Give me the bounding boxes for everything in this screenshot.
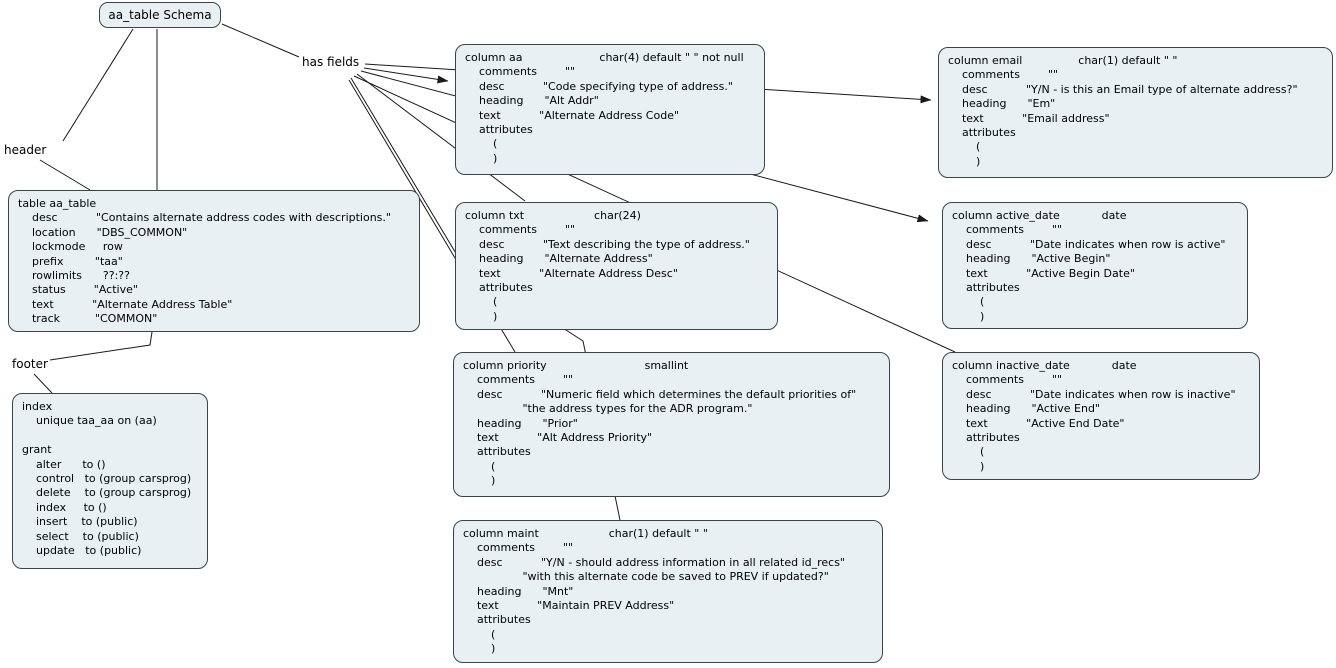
node-text-line: text "Active Begin Date" bbox=[952, 266, 1135, 280]
node-column-maint: column maint char(1) default " " comment… bbox=[453, 520, 883, 663]
node-text-line: ) bbox=[463, 642, 496, 656]
node-text-line: attributes bbox=[465, 123, 533, 137]
node-text-line: heading "Alternate Address" bbox=[465, 252, 653, 266]
node-text-line: text "Alt Address Priority" bbox=[463, 431, 653, 445]
node-text-line: prefix "taa" bbox=[18, 254, 123, 268]
edge-label-has-fields: has fields bbox=[302, 55, 360, 69]
node-text-line: attributes bbox=[952, 281, 1020, 295]
node-text-line: desc "Text describing the type of addres… bbox=[465, 237, 750, 251]
node-text-line: attributes bbox=[952, 431, 1020, 445]
node-text-line: ) bbox=[465, 151, 498, 165]
edge-label-header: header bbox=[4, 143, 47, 157]
node-text-line: column email char(1) default " " bbox=[948, 54, 1178, 67]
node-text-line: heading "Active End" bbox=[952, 402, 1100, 416]
node-text-line: desc "Date indicates when row is active" bbox=[952, 237, 1226, 251]
node-text-line bbox=[22, 429, 199, 443]
node-text-line: comments "" bbox=[463, 541, 574, 555]
node-text-line: index bbox=[22, 400, 53, 413]
node-text-line: text "Alternate Address Desc" bbox=[465, 266, 678, 280]
node-text-line: ( bbox=[463, 459, 496, 473]
node-text-line: alter to () bbox=[22, 457, 106, 471]
node-text-line: column priority smallint bbox=[463, 359, 689, 372]
node-schema-title: aa_table Schema bbox=[99, 2, 221, 28]
node-text-line: comments "" bbox=[465, 223, 576, 237]
node-text-line: heading "Em" bbox=[948, 97, 1056, 111]
node-text-line: "the address types for the ADR program." bbox=[463, 402, 753, 416]
node-column-active-date: column active_date date comments "" desc… bbox=[942, 202, 1248, 329]
node-text-line: ) bbox=[948, 154, 981, 168]
node-text-line: text "Alternate Address Code" bbox=[465, 108, 680, 122]
node-text-line: text "Maintain PREV Address" bbox=[463, 599, 675, 613]
node-text-line: desc "Y/N - is this an Email type of alt… bbox=[948, 82, 1298, 96]
node-text-line: desc "Numeric field which determines the… bbox=[463, 387, 857, 401]
node-text-line: update to (public) bbox=[22, 544, 142, 558]
edge-has-fields-to-column-txt bbox=[356, 73, 526, 202]
node-text-line: comments "" bbox=[465, 65, 576, 79]
node-text-line: ( bbox=[463, 627, 496, 641]
node-text-line: text "Email address" bbox=[948, 111, 1110, 125]
node-text-line: ( bbox=[952, 295, 985, 309]
node-index-grant: index unique taa_aa on (aa) grant alter … bbox=[12, 393, 208, 569]
node-text-line: attributes bbox=[463, 613, 531, 627]
edge-footer-to-index bbox=[33, 373, 53, 394]
node-text-line: desc "Contains alternate address codes w… bbox=[18, 211, 391, 225]
node-text-line: ) bbox=[952, 309, 985, 323]
node-text-line: location "DBS_COMMON" bbox=[18, 225, 188, 239]
node-text-line: table aa_table bbox=[18, 197, 97, 210]
node-text-line: heading "Mnt" bbox=[463, 584, 574, 598]
node-text-line: track "COMMON" bbox=[18, 312, 158, 326]
node-text-line: comments "" bbox=[952, 223, 1063, 237]
edge-label-footer: footer bbox=[12, 357, 48, 371]
node-column-aa: column aa char(4) default " " not null c… bbox=[455, 44, 765, 175]
node-text-line: delete to (group carsprog) bbox=[22, 486, 192, 500]
node-text-line: text "Active End Date" bbox=[952, 416, 1125, 430]
node-text-line: heading "Prior" bbox=[463, 416, 578, 430]
node-table-aa-table: table aa_table desc "Contains alternate … bbox=[8, 190, 420, 332]
node-text-line: ) bbox=[463, 474, 496, 488]
node-text-line: desc "Y/N - should address information i… bbox=[463, 555, 845, 569]
node-text-line: grant bbox=[22, 443, 52, 457]
node-text-line: ) bbox=[465, 309, 498, 323]
edge-table-to-footer bbox=[49, 331, 153, 361]
node-text-line: "with this alternate code be saved to PR… bbox=[463, 570, 829, 584]
node-text-line: rowlimits ??:?? bbox=[18, 269, 130, 283]
node-column-priority: column priority smallint comments "" des… bbox=[453, 352, 890, 497]
node-text-line: attributes bbox=[463, 445, 531, 459]
node-text-line: unique taa_aa on (aa) bbox=[22, 414, 157, 428]
node-text-line: select to (public) bbox=[22, 529, 139, 543]
node-text-line: insert to (public) bbox=[22, 515, 138, 529]
node-text-line: index to () bbox=[22, 500, 107, 514]
edge-schema-to-has-fields bbox=[221, 23, 300, 58]
node-text-line: column inactive_date date bbox=[952, 359, 1137, 372]
edge-has-fields-to-column-aa bbox=[363, 67, 449, 84]
node-text-line: comments "" bbox=[463, 373, 574, 387]
node-text-line: column aa char(4) default " " not null bbox=[465, 51, 744, 64]
node-text-line: column active_date date bbox=[952, 209, 1127, 222]
node-text-line: comments "" bbox=[948, 68, 1059, 82]
node-text-line: attributes bbox=[948, 126, 1016, 140]
node-text-line: text "Alternate Address Table" bbox=[18, 297, 233, 311]
node-text-line: desc "Date indicates when row is inactiv… bbox=[952, 387, 1236, 401]
node-text-line: lockmode row bbox=[18, 240, 123, 254]
node-text-line: ( bbox=[465, 137, 498, 151]
edge-header-to-table bbox=[39, 159, 91, 191]
node-text-line: column txt char(24) bbox=[465, 209, 641, 222]
node-column-inactive-date: column inactive_date date comments "" de… bbox=[942, 352, 1260, 480]
edge-schema-to-header bbox=[62, 28, 134, 142]
node-text-line: comments "" bbox=[952, 373, 1063, 387]
node-column-txt: column txt char(24) comments "" desc "Te… bbox=[455, 202, 778, 330]
node-text-line: status "Active" bbox=[18, 283, 138, 297]
node-text-line: heading "Active Begin" bbox=[952, 252, 1111, 266]
node-text-line: heading "Alt Addr" bbox=[465, 94, 599, 108]
node-text-line: ( bbox=[465, 295, 498, 309]
node-text-line: ( bbox=[952, 445, 985, 459]
node-text-line: control to (group carsprog) bbox=[22, 472, 192, 486]
node-text-line: column maint char(1) default " " bbox=[463, 527, 708, 540]
node-text-line: ( bbox=[948, 140, 981, 154]
node-text-line: attributes bbox=[465, 281, 533, 295]
node-column-email: column email char(1) default " " comment… bbox=[938, 47, 1333, 178]
node-text-line: ) bbox=[952, 459, 985, 473]
node-text-line: desc "Code specifying type of address." bbox=[465, 79, 733, 93]
